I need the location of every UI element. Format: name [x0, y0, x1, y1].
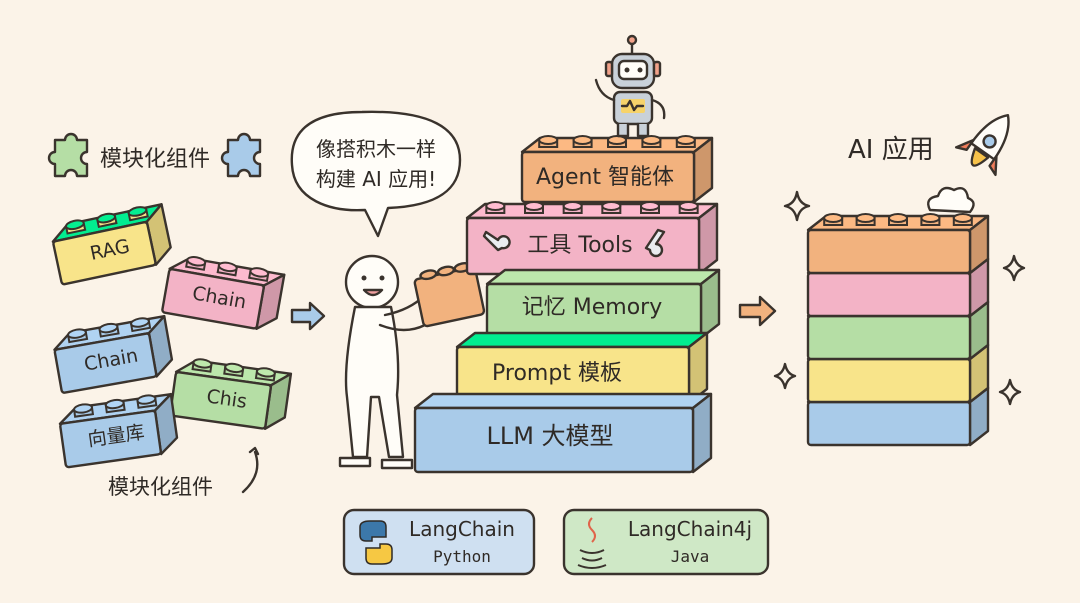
brick-stud — [562, 201, 583, 211]
java-icon — [577, 517, 607, 569]
brick-stud — [186, 256, 207, 267]
brick-stud — [65, 219, 85, 231]
wrench-icon — [644, 228, 666, 258]
brick-stud — [485, 201, 506, 211]
brick-stud — [524, 201, 544, 211]
speech-bubble: 像搭积木一样 构建 AI 应用! — [290, 110, 462, 238]
layer-stack: Agent 智能体 工具 Tools 记忆 Memory Prompt 模板 L… — [413, 135, 721, 474]
framework-language: Python — [433, 547, 491, 566]
framework-language: Java — [671, 547, 710, 566]
brick-stud — [255, 367, 276, 378]
arrow-right-icon — [738, 295, 777, 327]
brick-stud — [130, 317, 150, 328]
framework-name: LangChain — [409, 517, 515, 541]
rocket-icon — [954, 114, 1010, 177]
stack-layer-label: Prompt 模板 — [492, 361, 622, 386]
brick-stud — [136, 394, 157, 405]
block-front-face — [161, 268, 265, 330]
brick-stud — [601, 201, 622, 211]
block-front-face — [59, 409, 162, 469]
brick-stud — [538, 135, 559, 145]
brick-stud — [67, 328, 87, 339]
brick-stud — [73, 403, 93, 414]
block-side-face — [687, 331, 709, 405]
puzzle-icon — [220, 132, 262, 178]
brick-stud — [678, 201, 699, 211]
brick-stud — [127, 206, 148, 217]
brick-stud — [217, 261, 238, 273]
brick-stud — [192, 358, 213, 369]
block-front-face — [53, 332, 158, 394]
block-side-face — [691, 392, 713, 474]
framework-badge-java[interactable]: LangChain4j Java — [562, 508, 770, 576]
carried-brick — [413, 261, 486, 328]
block-front-face — [806, 357, 972, 404]
brick-stud — [888, 213, 908, 223]
block-top-face — [485, 268, 721, 286]
stack-layer-memory: 记忆 Memory — [485, 268, 721, 340]
puzzle-icon — [47, 132, 89, 178]
person-figure — [338, 254, 427, 470]
speech-bubble-line2: 构建 AI 应用! — [316, 167, 436, 191]
framework-badge-python[interactable]: LangChain Python — [342, 508, 536, 576]
brick-stud — [675, 135, 696, 145]
block-top-face — [455, 331, 709, 349]
speech-bubble-line1: 像搭积木一样 — [316, 137, 436, 161]
brick-stud — [641, 135, 662, 145]
brick-stud — [920, 213, 941, 223]
result-stack — [806, 213, 990, 447]
brick-stud — [952, 213, 973, 223]
brick-stud — [104, 398, 125, 410]
modules-footer-text: 模块化组件 — [108, 475, 213, 499]
brick-stud — [640, 201, 660, 211]
stack-layer-label: 记忆 Memory — [522, 295, 662, 320]
block-front-face — [806, 228, 972, 275]
smoke-cloud — [927, 186, 975, 214]
block-front-face — [806, 271, 972, 318]
stack-layer-tools: 工具 Tools — [465, 201, 719, 276]
result-layer — [806, 213, 990, 275]
wrench-icon — [482, 230, 511, 252]
brick-stud — [96, 212, 117, 224]
sparkle-icon — [783, 190, 811, 222]
module-brick-rag: RAG — [51, 203, 172, 286]
sparkle-icon — [1002, 254, 1026, 282]
module-brick-chain-blue: Chain — [53, 315, 174, 394]
module-brick-vector-db: 向量库 — [58, 392, 179, 469]
block-top-face — [413, 392, 713, 410]
brick-stud — [572, 135, 593, 145]
brick-stud — [823, 213, 844, 223]
stack-layer-label: LLM 大模型 — [486, 422, 613, 450]
brick-stud — [855, 213, 876, 223]
arrow-right-icon — [290, 301, 326, 331]
block-front-face — [806, 314, 972, 361]
block-front-face — [169, 371, 272, 430]
brick-stud — [249, 267, 270, 278]
module-brick-chain-pink: Chain — [161, 256, 286, 330]
stack-layer-llm: LLM 大模型 — [413, 392, 713, 474]
robot-icon — [594, 34, 666, 138]
framework-name: LangChain4j — [628, 517, 752, 541]
stack-layer-prompt: Prompt 模板 — [455, 331, 709, 405]
stack-layer-label: 工具 Tools — [527, 233, 632, 258]
stack-layer-label: Agent 智能体 — [536, 165, 674, 190]
modules-title: 模块化组件 — [47, 132, 262, 178]
sparkle-icon — [998, 378, 1022, 406]
result-title: AI 应用 — [848, 135, 934, 165]
modules-title-text: 模块化组件 — [100, 147, 210, 172]
python-icon — [359, 520, 393, 565]
block-front-face — [413, 406, 695, 474]
curved-arrow-icon — [241, 446, 260, 494]
brick-stud — [224, 362, 245, 374]
block-front-face — [52, 221, 157, 286]
sparkle-icon — [773, 362, 797, 390]
stack-layer-agent: Agent 智能体 — [520, 135, 714, 204]
brick-stud — [98, 322, 119, 334]
block-front-face — [806, 400, 972, 447]
block-side-face — [697, 202, 719, 276]
module-brick-chis: Chis — [169, 358, 293, 430]
